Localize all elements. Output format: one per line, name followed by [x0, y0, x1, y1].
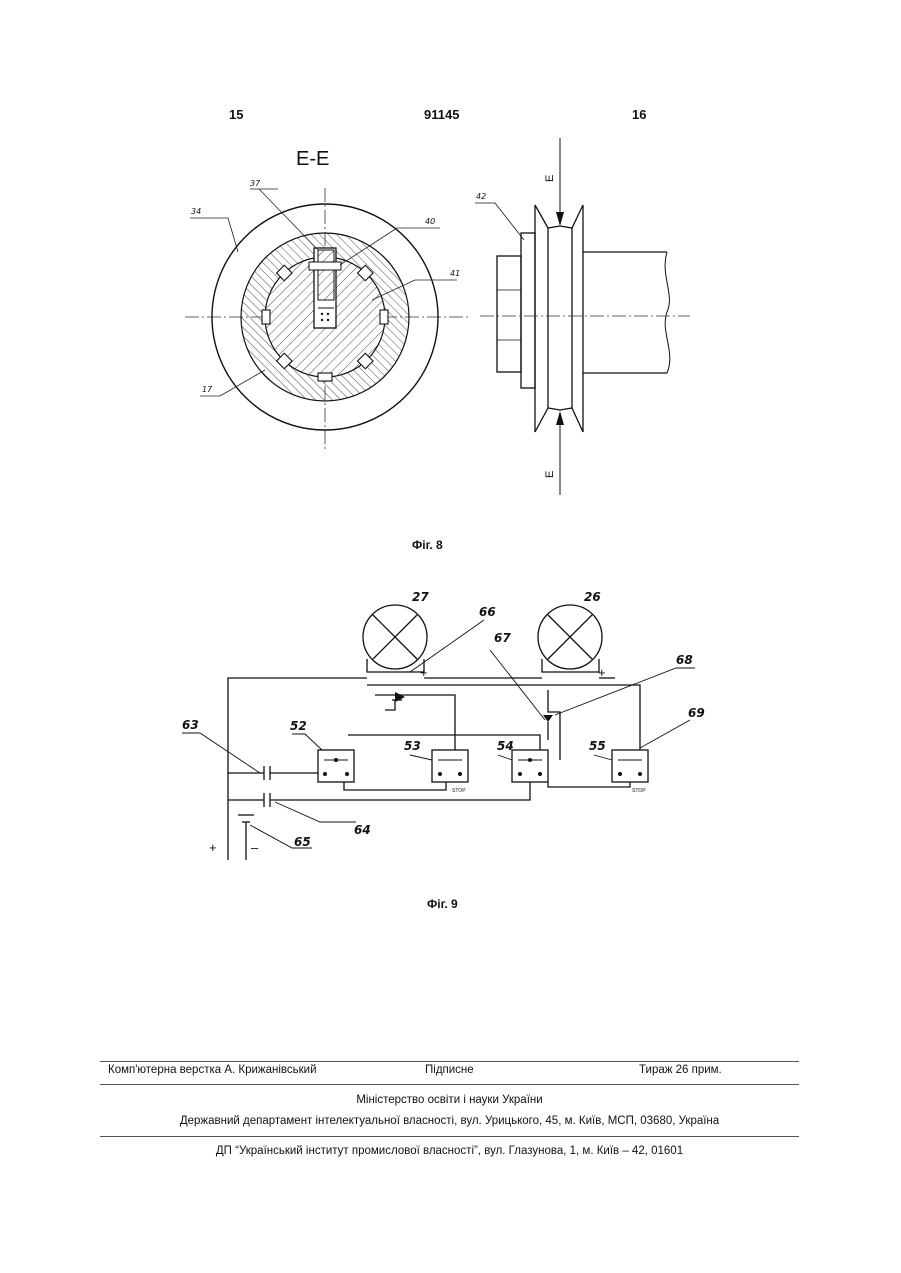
callout-41: 41 — [450, 269, 460, 278]
figure-8-caption: Фіг. 8 — [412, 538, 443, 552]
figure-9-caption: Фіг. 9 — [427, 897, 458, 911]
footer-ministry: Міністерство освіти і науки України — [100, 1094, 799, 1106]
minus-left: – — [251, 840, 259, 855]
label-53: 53 — [404, 739, 421, 753]
label-54: 54 — [497, 739, 514, 753]
footer-circulation: Тираж 26 прим. — [639, 1064, 722, 1076]
label-68: 68 — [676, 653, 693, 667]
stop-label-55: STOP — [632, 788, 646, 794]
plus-left: + — [209, 840, 217, 855]
section-view — [185, 188, 470, 450]
label-65: 65 — [294, 835, 311, 849]
label-27: 27 — [412, 590, 429, 604]
label-69: 69 — [688, 706, 705, 720]
label-55: 55 — [589, 739, 606, 753]
label-26: 26 — [584, 590, 601, 604]
label-52: 52 — [290, 719, 307, 733]
callout-42: 42 — [476, 192, 486, 201]
footer-signed: Підписне — [425, 1064, 474, 1076]
relay-53 — [432, 750, 468, 782]
footer-rule-top — [100, 1061, 799, 1062]
side-view — [475, 138, 690, 495]
plus-mid: + — [420, 665, 428, 680]
relay-55 — [612, 750, 648, 782]
callout-37: 37 — [250, 179, 261, 188]
motor-26 — [538, 605, 602, 672]
footer-layout: Комп'ютерна верстка А. Крижанівський — [108, 1064, 317, 1076]
callout-34: 34 — [191, 207, 201, 216]
stop-label-53: STOP — [452, 788, 466, 794]
label-66: 66 — [479, 605, 496, 619]
relay-54 — [512, 750, 548, 782]
footer-rule-bottom — [100, 1136, 799, 1137]
footer-institute: ДП “Український інститут промислової вла… — [100, 1145, 799, 1157]
arrow-label-bottom: Е — [544, 471, 556, 478]
arrow-label-top: Е — [544, 175, 556, 182]
callout-17: 17 — [202, 385, 213, 394]
motor-27 — [363, 605, 427, 672]
callout-40: 40 — [425, 217, 435, 226]
relay-52 — [318, 750, 354, 782]
section-title: Е-Е — [296, 148, 329, 170]
label-67: 67 — [494, 631, 511, 645]
label-64: 64 — [354, 823, 371, 837]
footer-department: Державний департамент інтелектуальної вл… — [100, 1115, 799, 1127]
plus-right: + — [598, 665, 606, 680]
footer-rule-mid — [100, 1084, 799, 1085]
figure-9-drawing — [182, 605, 695, 860]
label-63: 63 — [182, 718, 199, 732]
